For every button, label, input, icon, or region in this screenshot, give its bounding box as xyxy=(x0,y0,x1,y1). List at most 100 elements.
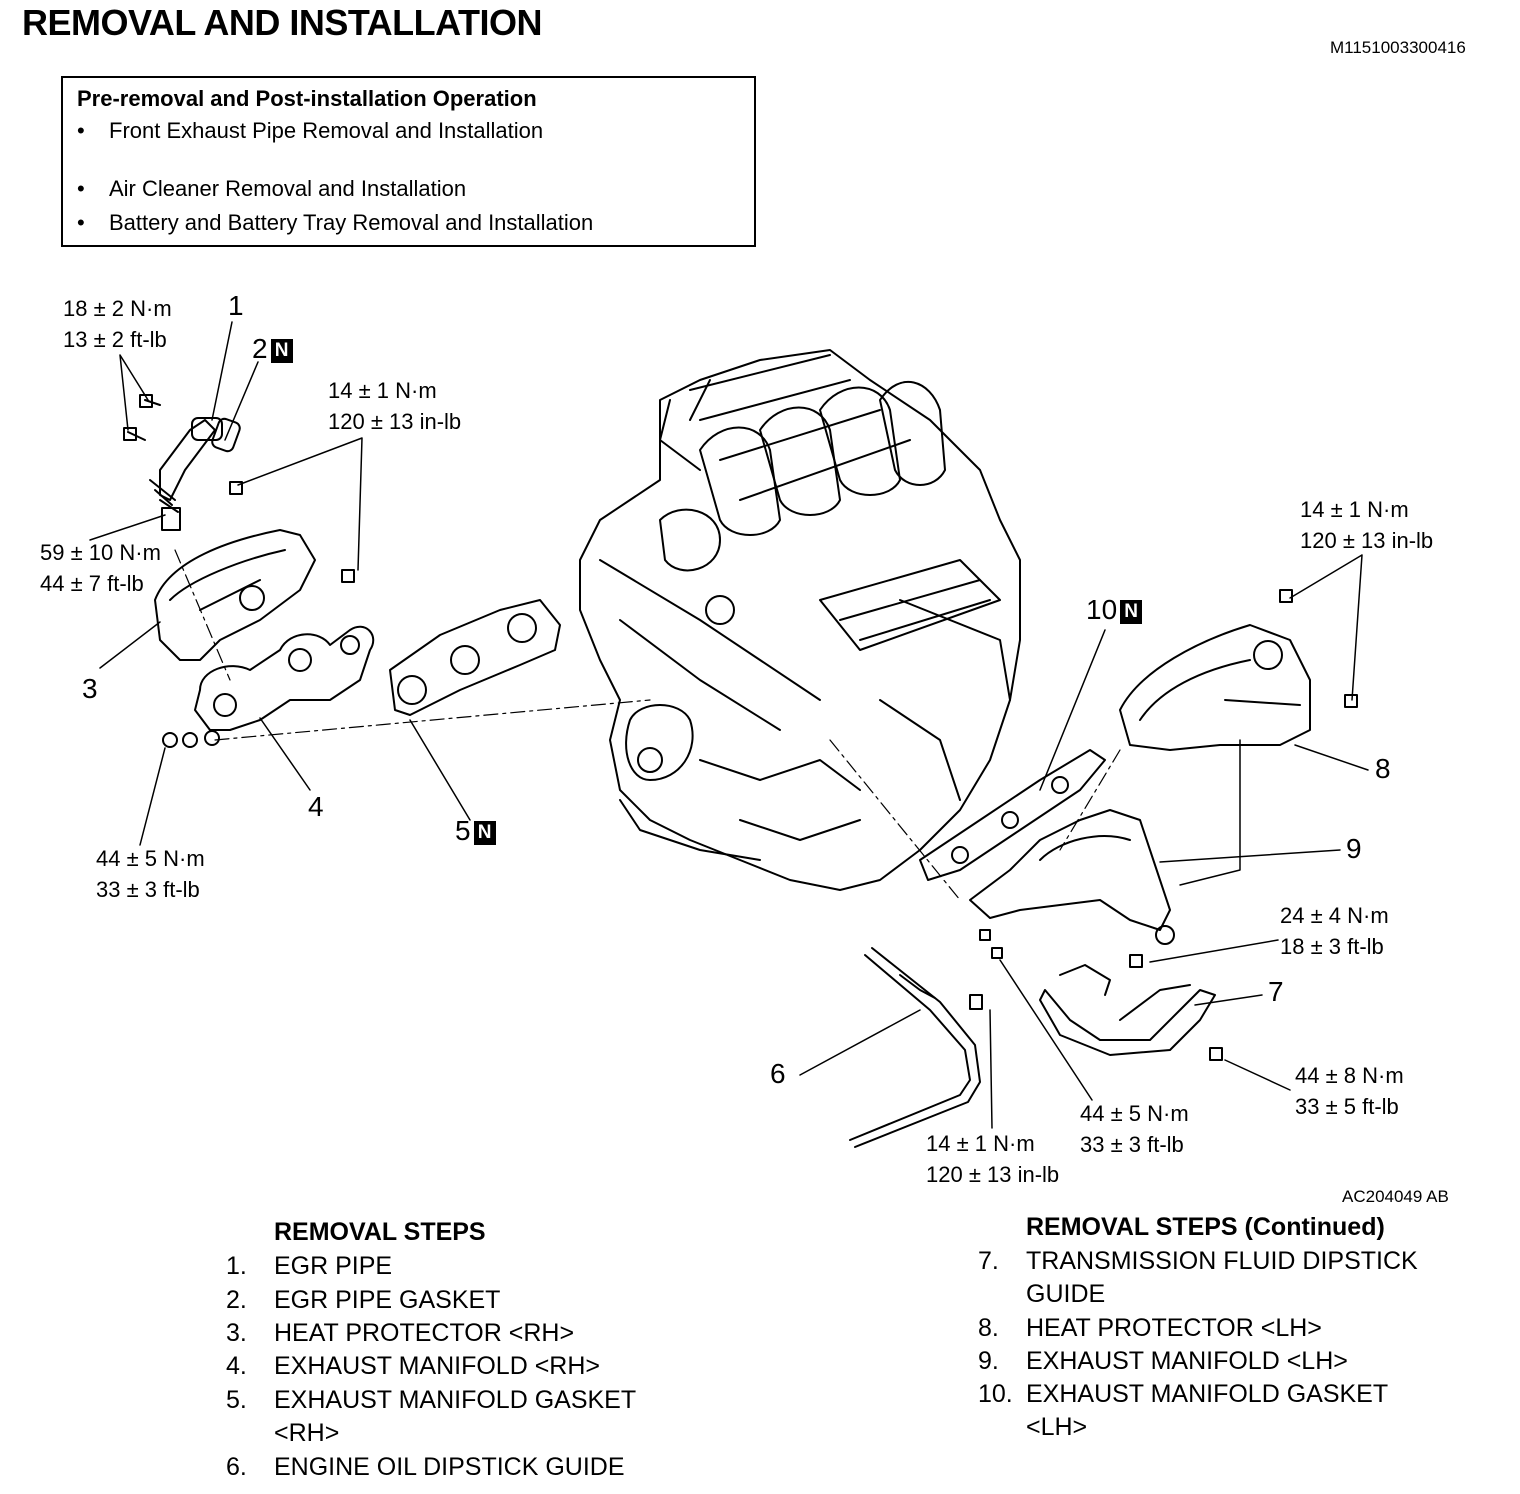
new-part-badge: N xyxy=(473,821,496,845)
removal-step-text-cont: GUIDE xyxy=(1026,1280,1106,1308)
torque-metric: 14 ± 1 N·m xyxy=(1300,497,1409,522)
part-number-8: 8 xyxy=(1375,753,1391,784)
removal-step-text-cont: <RH> xyxy=(274,1419,340,1447)
torque-imperial: 33 ± 3 ft-lb xyxy=(96,877,200,902)
torque-spec: 24 ± 4 N·m 18 ± 3 ft-lb xyxy=(1280,900,1389,962)
part-number-3: 3 xyxy=(82,673,98,704)
torque-imperial: 33 ± 5 ft-lb xyxy=(1295,1094,1399,1119)
document-id: M1151003300416 xyxy=(1330,38,1466,57)
engine-block-drawing xyxy=(579,349,1021,891)
torque-spec: 14 ± 1 N·m 120 ± 13 in-lb xyxy=(1300,494,1433,556)
torque-spec: 14 ± 1 N·m 120 ± 13 in-lb xyxy=(926,1128,1059,1190)
torque-metric: 59 ± 10 N·m xyxy=(40,540,161,565)
removal-steps-title: REMOVAL STEPS xyxy=(274,1218,486,1246)
removal-step-text-cont: <LH> xyxy=(1026,1413,1088,1441)
removal-step-text: EXHAUST MANIFOLD GASKET xyxy=(1026,1380,1389,1408)
step-number: 2. xyxy=(226,1286,247,1314)
pre-removal-title: Pre-removal and Post-installation Operat… xyxy=(77,86,537,111)
removal-step: 4. xyxy=(226,1352,247,1381)
torque-imperial: 120 ± 13 in-lb xyxy=(1300,528,1434,553)
part-number-7: 7 xyxy=(1268,976,1284,1007)
oil-dipstick-guide-drawing xyxy=(849,947,983,1148)
egr-pipe-drawing xyxy=(123,394,241,531)
removal-steps-continued-title: REMOVAL STEPS (Continued) xyxy=(1026,1213,1385,1241)
removal-step-text: EGR PIPE xyxy=(274,1252,393,1280)
removal-step-text: EXHAUST MANIFOLD GASKET xyxy=(274,1386,637,1414)
step-number: 4. xyxy=(226,1352,247,1380)
removal-step: 3. xyxy=(226,1319,247,1348)
pre-removal-item: •Front Exhaust Pipe Removal and Installa… xyxy=(77,118,544,143)
torque-imperial: 120 ± 13 in-lb xyxy=(926,1162,1060,1187)
torque-imperial: 13 ± 2 ft-lb xyxy=(63,327,167,352)
removal-step-text: EGR PIPE GASKET xyxy=(274,1286,501,1314)
removal-step-text: EXHAUST MANIFOLD <RH> xyxy=(274,1352,601,1380)
removal-step: 7. xyxy=(978,1247,999,1276)
removal-step: 1. xyxy=(226,1252,247,1281)
torque-imperial: 44 ± 7 ft-lb xyxy=(40,571,144,596)
torque-spec: 44 ± 5 N·m 33 ± 3 ft-lb xyxy=(96,843,205,905)
part-number-1: 1 xyxy=(228,290,244,321)
pre-removal-item-text: Front Exhaust Pipe Removal and Installat… xyxy=(109,118,544,143)
transmission-dipstick-guide-drawing xyxy=(1039,964,1216,1056)
exhaust-gasket-rh-drawing xyxy=(389,599,561,716)
step-number: 1. xyxy=(226,1252,247,1280)
page-title: REMOVAL AND INSTALLATION xyxy=(22,2,542,43)
new-part-badge: N xyxy=(270,339,293,363)
torque-metric: 14 ± 1 N·m xyxy=(926,1131,1035,1156)
torque-metric: 14 ± 1 N·m xyxy=(328,378,437,403)
pre-removal-item: •Battery and Battery Tray Removal and In… xyxy=(77,210,594,235)
removal-step-text: ENGINE OIL DIPSTICK GUIDE xyxy=(274,1453,625,1481)
heat-protector-lh-drawing xyxy=(1119,589,1358,751)
removal-step: 6. xyxy=(226,1453,247,1482)
exhaust-manifold-lh-drawing xyxy=(969,809,1175,945)
leader-lines xyxy=(89,321,1369,1129)
removal-step: 8. xyxy=(978,1314,999,1343)
figure-id: AC204049 AB xyxy=(1342,1187,1449,1206)
removal-step: 10. xyxy=(978,1380,1013,1409)
removal-step-text: EXHAUST MANIFOLD <LH> xyxy=(1026,1347,1348,1375)
part-number-2-text: 2 xyxy=(252,333,268,364)
part-number-6: 6 xyxy=(770,1058,786,1089)
pre-removal-item-text: Battery and Battery Tray Removal and Ins… xyxy=(109,210,594,235)
part-number-4: 4 xyxy=(308,791,324,822)
part-number-9: 9 xyxy=(1346,833,1362,864)
step-number: 10. xyxy=(978,1380,1013,1408)
pre-removal-item: •Air Cleaner Removal and Installation xyxy=(77,176,467,201)
new-part-badge: N xyxy=(1120,600,1143,624)
torque-metric: 18 ± 2 N·m xyxy=(63,296,172,321)
torque-imperial: 33 ± 3 ft-lb xyxy=(1080,1132,1184,1157)
part-number-10-text: 10 xyxy=(1086,594,1118,625)
torque-metric: 44 ± 5 N·m xyxy=(1080,1101,1189,1126)
step-number: 6. xyxy=(226,1453,247,1481)
torque-metric: 44 ± 5 N·m xyxy=(96,846,205,871)
centerlines xyxy=(174,549,1121,901)
removal-step-text: HEAT PROTECTOR <RH> xyxy=(274,1319,575,1347)
part-number-5-text: 5 xyxy=(455,815,471,846)
step-number: 5. xyxy=(226,1386,247,1414)
torque-imperial: 120 ± 13 in-lb xyxy=(328,409,462,434)
step-number: 3. xyxy=(226,1319,247,1347)
torque-imperial: 18 ± 3 ft-lb xyxy=(1280,934,1384,959)
pre-removal-item-text: Air Cleaner Removal and Installation xyxy=(109,176,467,201)
removal-step: 9. xyxy=(978,1347,999,1376)
removal-step-text: TRANSMISSION FLUID DIPSTICK xyxy=(1026,1247,1418,1275)
torque-spec: 59 ± 10 N·m 44 ± 7 ft-lb xyxy=(40,537,161,599)
step-number: 8. xyxy=(978,1314,999,1342)
torque-spec: 14 ± 1 N·m 120 ± 13 in-lb xyxy=(328,375,461,437)
removal-step: 5. xyxy=(226,1386,247,1415)
bolts-drawing xyxy=(229,481,1223,1061)
torque-metric: 44 ± 8 N·m xyxy=(1295,1063,1404,1088)
step-number: 9. xyxy=(978,1347,999,1375)
pre-removal-box: Pre-removal and Post-installation Operat… xyxy=(61,76,756,247)
step-number: 7. xyxy=(978,1247,999,1275)
torque-metric: 24 ± 4 N·m xyxy=(1280,903,1389,928)
removal-step: 2. xyxy=(226,1286,247,1315)
removal-step-text: HEAT PROTECTOR <LH> xyxy=(1026,1314,1322,1342)
exhaust-manifold-rh-drawing xyxy=(162,625,375,748)
heat-protector-rh-drawing xyxy=(154,529,316,661)
torque-spec: 44 ± 8 N·m 33 ± 5 ft-lb xyxy=(1295,1060,1404,1122)
